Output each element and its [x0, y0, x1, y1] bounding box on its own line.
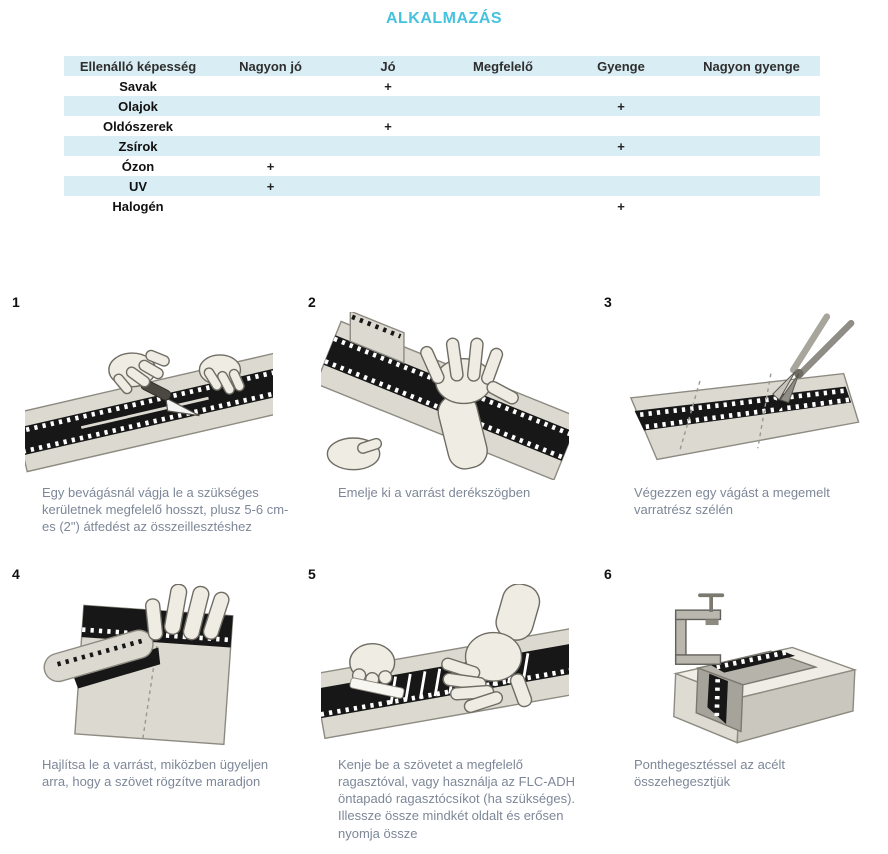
table-header-cell: Gyenge — [559, 56, 683, 76]
rating-cell: + — [266, 158, 275, 174]
hand-icon — [420, 337, 519, 470]
row-label: Zsírok — [64, 136, 212, 156]
table-row: Olajok + — [64, 96, 820, 116]
rating-cell — [447, 156, 559, 176]
rating-cell — [559, 176, 683, 196]
rating-cell — [683, 196, 820, 216]
rating-cell — [683, 96, 820, 116]
rating-cell — [329, 156, 447, 176]
rating-cell: + — [384, 78, 392, 94]
rating-cell — [683, 176, 820, 196]
step-caption: Végezzen egy vágást a megemelt varratrés… — [634, 485, 830, 518]
table-row: Ózon + — [64, 156, 820, 176]
hand-icon — [349, 643, 405, 699]
row-label: Olajok — [64, 96, 212, 116]
rating-cell — [329, 196, 447, 216]
table-header-cell: Megfelelő — [447, 56, 559, 76]
rating-cell — [329, 96, 447, 116]
table-row: Zsírok + — [64, 136, 820, 156]
step-number: 5 — [308, 566, 316, 582]
step-caption: Kenje be a szövetet a megfelelő ragasztó… — [338, 757, 576, 841]
rating-cell — [559, 116, 683, 136]
rating-cell — [212, 196, 329, 216]
table-header-cell: Nagyon gyenge — [683, 56, 820, 76]
hand-icon — [441, 584, 541, 713]
rating-cell — [447, 76, 559, 96]
table-row: Savak + — [64, 76, 820, 96]
step-number: 3 — [604, 294, 612, 310]
illustration-spot-weld — [673, 593, 858, 744]
row-label: UV — [64, 176, 212, 196]
table-header-row: Ellenálló képesség Nagyon jó Jó Megfelel… — [64, 56, 820, 76]
step-caption: Ponthegesztéssel az acélt összehegesztjü… — [634, 757, 786, 790]
hand-icon — [144, 584, 230, 641]
belt-strip — [695, 649, 819, 733]
page-title: ALKALMAZÁS — [385, 10, 503, 27]
rating-cell — [559, 156, 683, 176]
rating-cell — [683, 156, 820, 176]
rating-cell — [212, 76, 329, 96]
rating-cell — [447, 196, 559, 216]
rating-cell — [447, 116, 559, 136]
step-3: 3 Végezzen egy vágást a megemelt varratr… — [592, 288, 888, 560]
rating-cell — [447, 96, 559, 116]
rating-cell: + — [212, 176, 329, 196]
table-row: Oldószerek + — [64, 116, 820, 136]
step-caption: Emelje ki a varrást derékszögben — [338, 485, 531, 500]
step-number: 1 — [12, 294, 20, 310]
step-number: 6 — [604, 566, 612, 582]
row-label: Savak — [119, 78, 157, 94]
rating-cell — [212, 116, 329, 136]
pliers-icon — [769, 313, 855, 411]
rating-cell — [329, 176, 447, 196]
step-4: 4 Haj — [0, 560, 296, 842]
step-2: 2 — [296, 288, 592, 560]
step-number: 4 — [12, 566, 20, 582]
illustration-fold-seam — [43, 584, 234, 746]
rating-cell — [329, 136, 447, 156]
steps-grid: 1 — [0, 288, 888, 842]
hand-icon — [326, 437, 383, 471]
illustration-cut-to-length — [25, 349, 273, 473]
illustration-apply-adhesive — [321, 584, 569, 740]
row-label: Halogén — [112, 198, 164, 214]
rating-cell — [683, 76, 820, 96]
folded-flap — [43, 629, 161, 689]
table-row: UV + — [64, 176, 820, 196]
table-header-cell: Jó — [329, 56, 447, 76]
rating-cell — [559, 76, 683, 96]
step-number: 2 — [308, 294, 316, 310]
row-label: Ózon — [121, 158, 155, 174]
rating-cell — [683, 136, 820, 156]
rating-cell — [447, 136, 559, 156]
step-caption: Hajlítsa le a varrást, miközben ügyeljen… — [42, 757, 269, 790]
row-label: Oldószerek — [102, 118, 174, 134]
rating-cell: + — [384, 118, 392, 134]
resistance-table: Ellenálló képesség Nagyon jó Jó Megfelel… — [64, 56, 820, 216]
step-6: 6 — [592, 560, 888, 842]
step-5: 5 — [296, 560, 592, 842]
table-row: Halogén + — [64, 196, 820, 216]
hand-icon — [198, 354, 245, 395]
step-1: 1 — [0, 288, 296, 560]
illustration-cut-raised-seam — [629, 313, 860, 461]
table-header-cell: Nagyon jó — [212, 56, 329, 76]
rating-cell — [212, 96, 329, 116]
clamp-icon — [674, 593, 725, 665]
table-header-cell: Ellenálló képesség — [64, 56, 212, 76]
rating-cell: + — [559, 136, 683, 156]
rating-cell: + — [617, 198, 625, 214]
hand-icon — [108, 349, 170, 395]
rating-cell — [683, 116, 820, 136]
illustration-lift-seam — [321, 312, 569, 480]
rating-cell — [447, 176, 559, 196]
adhesive-strip — [349, 677, 405, 699]
step-caption: Egy bevágásnál vágja le a szükséges kerü… — [42, 485, 289, 535]
rating-cell: + — [559, 96, 683, 116]
rating-cell — [212, 136, 329, 156]
